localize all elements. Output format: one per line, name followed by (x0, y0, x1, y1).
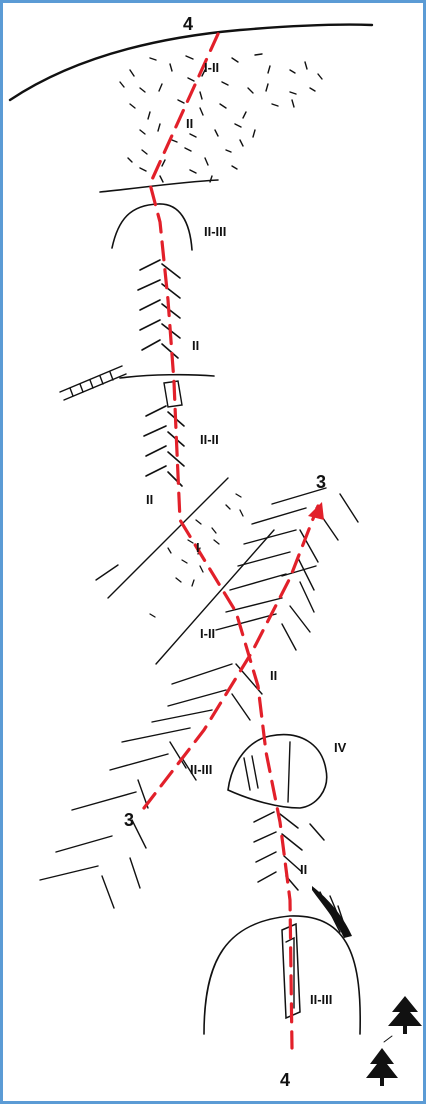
bush-icon (312, 886, 352, 938)
rubble-field-top (119, 53, 323, 183)
grade-label-i: I (196, 540, 200, 555)
ridge-line (8, 23, 374, 102)
grade-label-ii-b: II (192, 338, 199, 353)
grade-label-ii-e: II (300, 862, 307, 877)
rubble-field-middle (149, 493, 244, 618)
route-4-line (148, 32, 294, 1050)
route-3-top-label: 3 (316, 472, 326, 492)
route-3-bottom-label: 3 (124, 810, 134, 830)
grade-label-ii-iii-a: II-III (204, 224, 226, 239)
rock-dome-lower (203, 915, 362, 1035)
rock-iv-cracks (243, 741, 291, 803)
slab-chevrons-upper (137, 259, 181, 359)
grade-label-i-ii-mid: I-II (200, 626, 215, 641)
route-3-line (142, 504, 320, 810)
chimney-inner (285, 936, 295, 1009)
ledge-line (119, 373, 215, 379)
route-4-top-label: 4 (183, 14, 193, 34)
tree-icon (388, 996, 422, 1034)
grade-label-ii-iii-b: II-III (190, 762, 212, 777)
grade-label-ii-top: II (186, 116, 193, 131)
tree-icon (366, 1048, 398, 1086)
tree-dot (383, 1035, 393, 1043)
slab-lines-right (215, 487, 359, 651)
grade-label-ii-c: II (146, 492, 153, 507)
rock-dome-upper (111, 203, 193, 251)
grade-label-i-ii-top: I-II (204, 60, 219, 75)
grade-label-ii-ii: II-II (200, 432, 219, 447)
route-3-arrow (308, 502, 324, 520)
scree-base-line (99, 179, 219, 193)
grade-label-iv: IV (334, 740, 347, 755)
slab-chevrons-lower (253, 811, 325, 891)
diagonal-cracks (95, 477, 275, 665)
ladder-icon (59, 365, 127, 401)
grade-label-ii-d: II (270, 668, 277, 683)
rock-block-iv (227, 733, 328, 809)
grade-label-ii-iii-c: II-III (310, 992, 332, 1007)
route-4-bottom-label: 4 (280, 1070, 290, 1090)
